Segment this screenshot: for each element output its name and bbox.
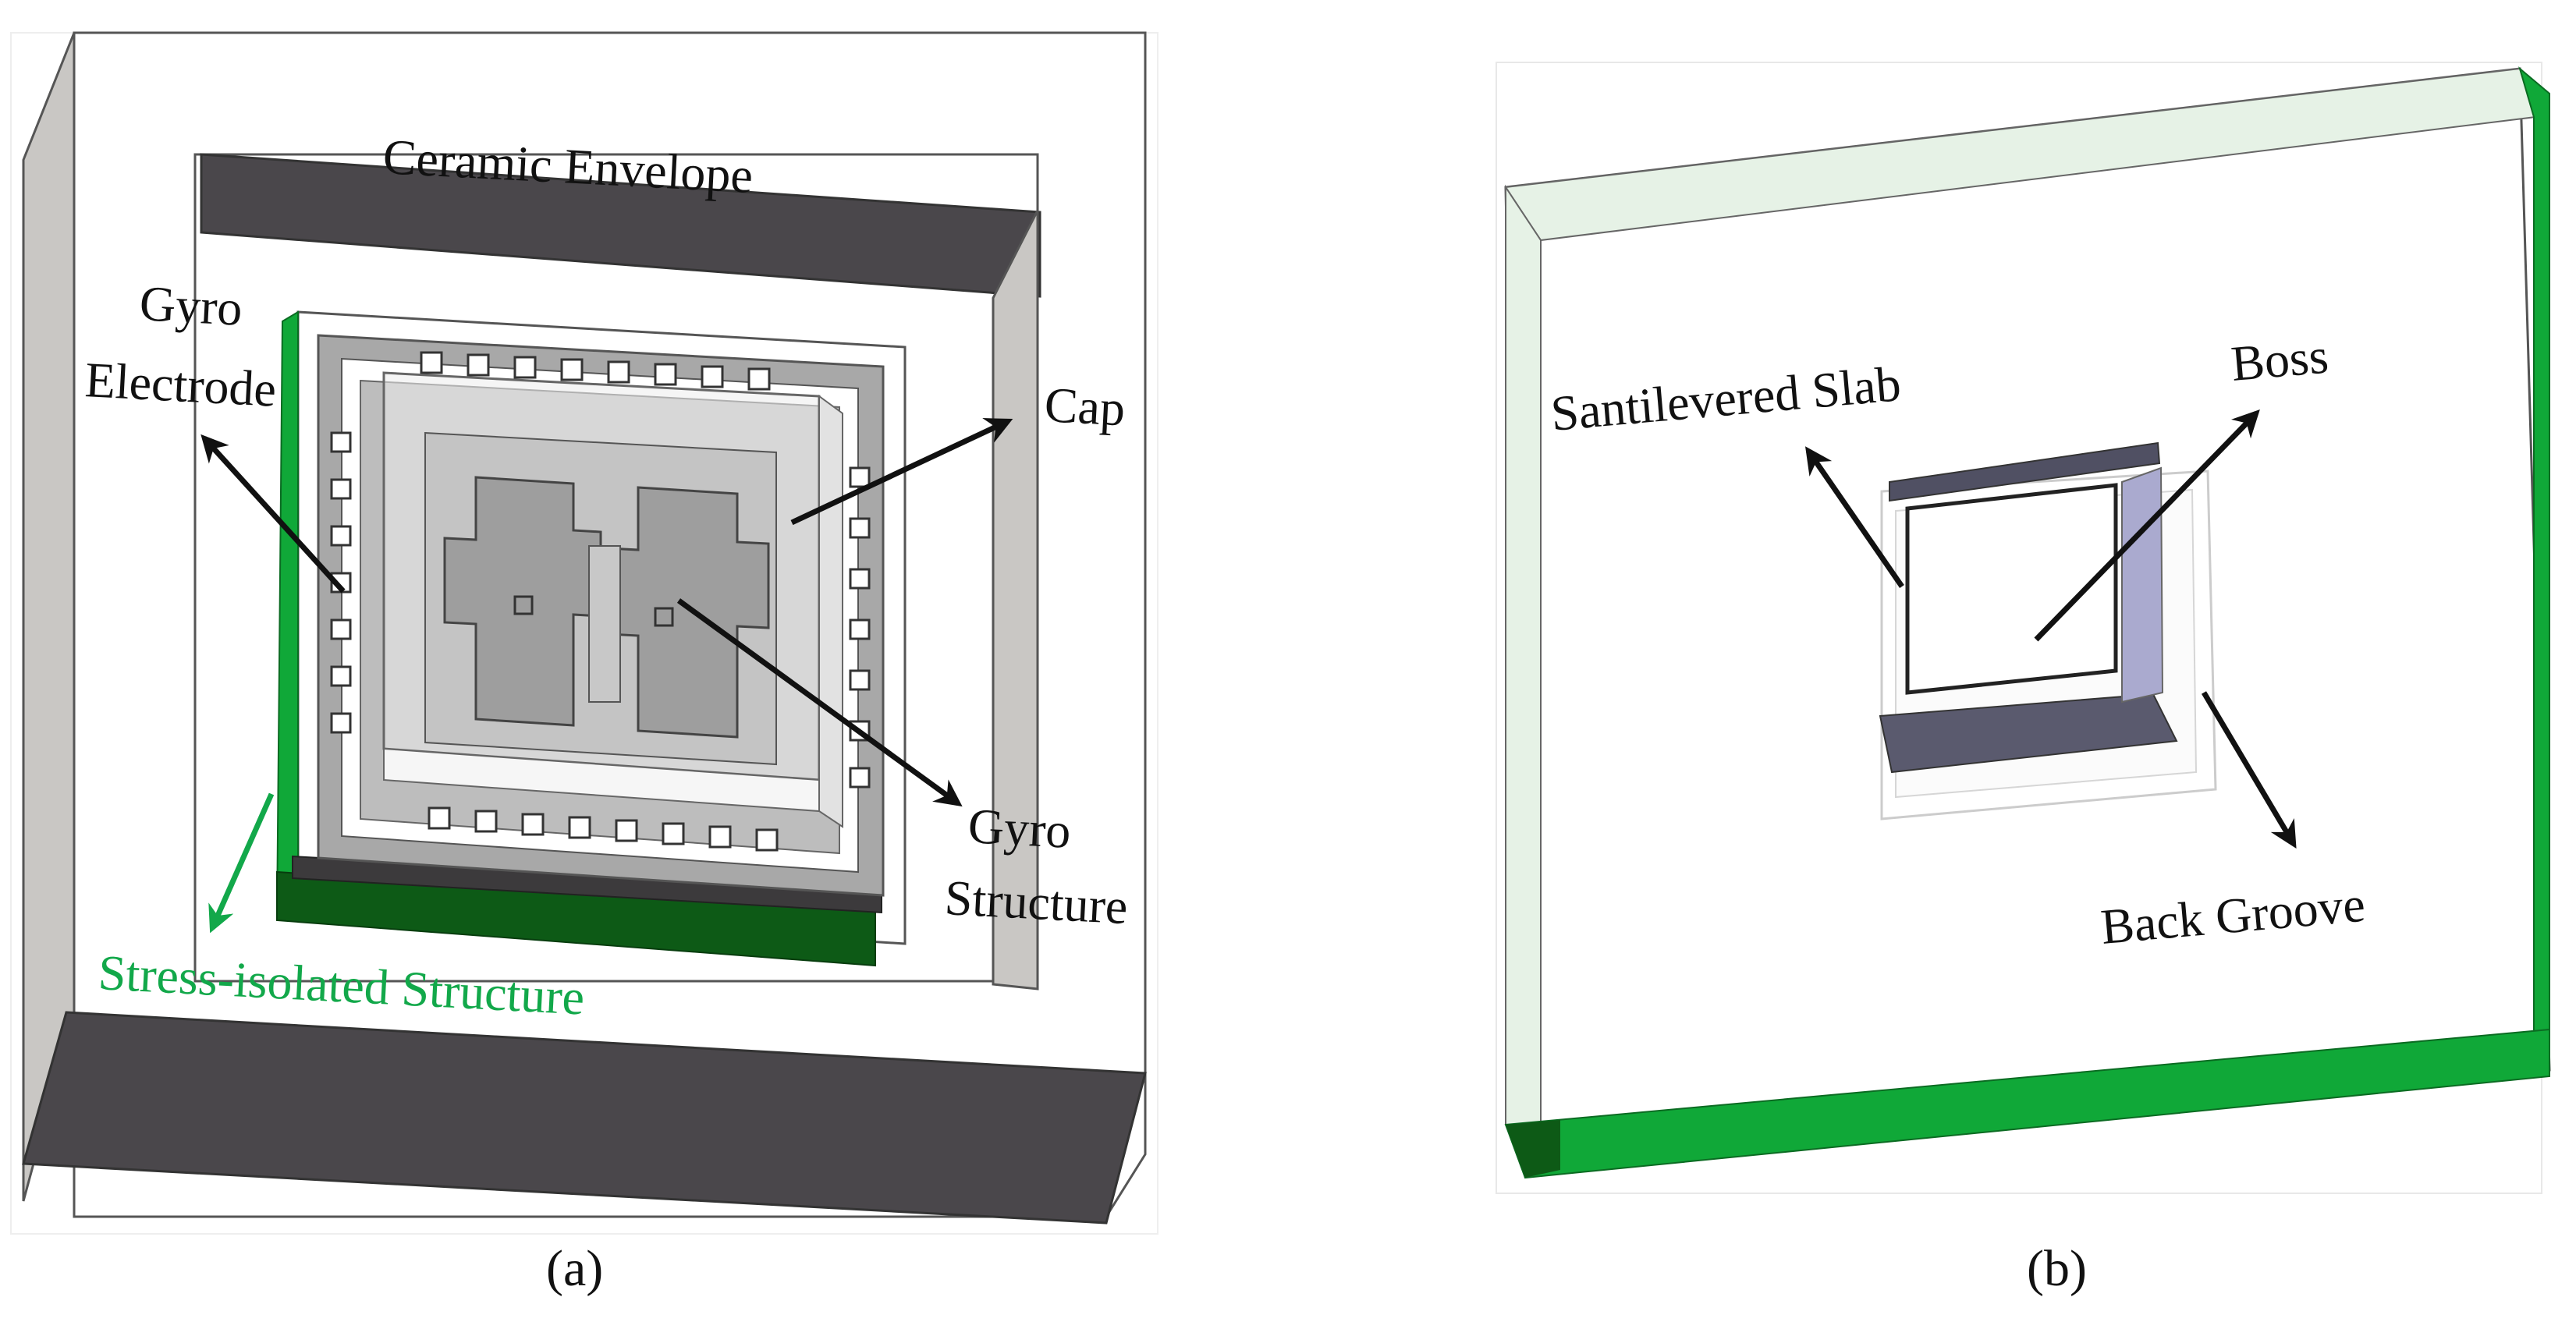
pad [849,568,871,590]
pad [708,825,732,849]
pad [330,618,352,640]
panel-a: Ceramic Envelope Gyro Electrode Cap Gyro… [10,31,1158,1297]
gyro-structure-label-line2: Structure [943,870,1129,934]
pad [330,665,352,687]
gyro-structure-arrow [676,598,963,807]
boss-label: Boss [2229,328,2330,392]
envelope-right-wall [992,210,1039,991]
top-electrode-pads [420,351,771,391]
plate-bottom-edge [1504,1028,2550,1179]
pad [849,517,871,539]
pad [330,712,352,734]
pad [615,819,638,842]
pad [755,828,779,852]
cap-label: Cap [1043,377,1127,436]
gyro-electrode-label-line1: Gyro [138,275,243,336]
pad [513,356,537,379]
boss [1905,483,2118,695]
caption-a: (a) [546,1240,603,1297]
left-electrode-pads [330,431,352,734]
pad [330,525,352,547]
groove-top-wall [1889,441,2161,502]
gyro-electrode-arrow [200,434,346,594]
pad [330,478,352,500]
pad [849,669,871,691]
pad [747,367,771,391]
groove-bottom-wall [1879,693,2178,774]
pad [474,810,498,833]
pad [849,466,871,488]
pad [849,618,871,640]
envelope-left-wall [22,32,76,1202]
envelope-bottom-wall [22,1011,1147,1224]
pad [420,351,443,374]
cap-arrow [790,418,1013,526]
left-mass-anchor [513,595,534,615]
back-groove-arrow [2201,691,2297,849]
pad [467,353,490,377]
stress-isolated-arrow [208,792,275,934]
pad [654,363,677,386]
bottom-electrode-pads [428,806,779,852]
santilevered-slab-arrow [1805,446,1904,588]
boss-arrow [2034,409,2260,642]
pad [330,431,352,453]
pad [568,816,591,839]
envelope-top-wall [200,153,1041,298]
back-groove-outline [1880,470,2217,820]
pad [849,767,871,789]
gyro-structure-label-line1: Gyro [967,798,1072,859]
panel-b: Santilevered Slab Boss Back Groove (b) [1496,62,2551,1297]
groove-right-wall [2121,466,2164,703]
pad [560,358,584,381]
gyro-center-anchor [588,545,621,703]
caption-b: (b) [2027,1240,2087,1297]
right-mass-anchor [654,607,674,627]
cap-side-face [818,395,843,828]
plate-corner-shade [1506,1120,1560,1178]
pad [662,822,685,845]
right-electrode-pads [849,466,871,789]
gyro-left-proof-mass [443,476,602,727]
pad [428,806,451,830]
gyro-electrode-label-line2: Electrode [83,352,278,417]
pad [521,813,545,836]
pad [701,365,724,388]
pad [607,360,630,384]
plate-left-frame [1505,184,1542,1132]
